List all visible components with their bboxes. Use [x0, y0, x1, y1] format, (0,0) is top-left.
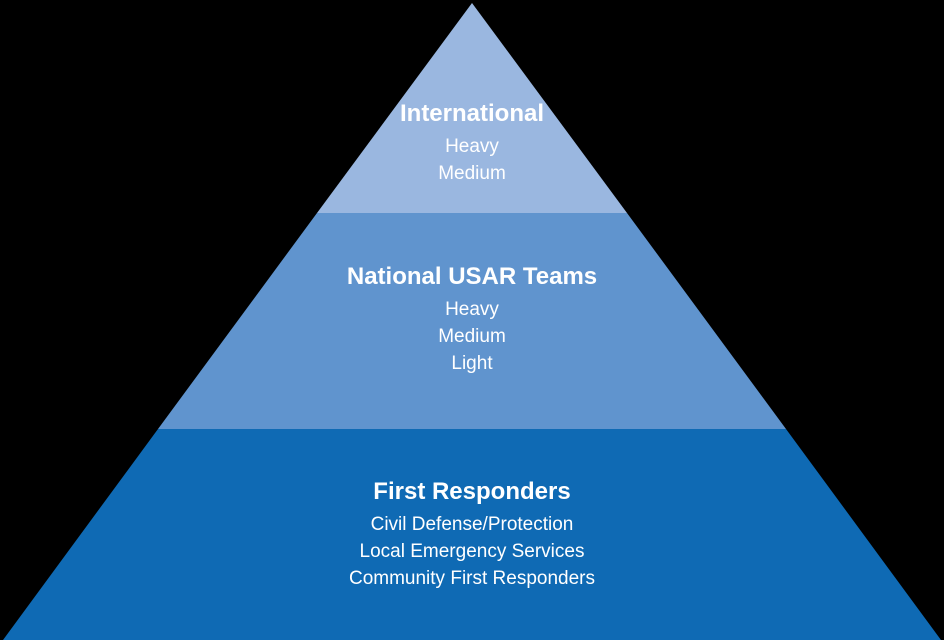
tier-international-text: International Heavy Medium: [0, 100, 944, 187]
tier-first-responders-item: Local Emergency Services: [359, 541, 585, 562]
pyramid-tier-international-shape: [317, 3, 627, 213]
tier-national-text: National USAR Teams Heavy Medium Light: [0, 263, 944, 377]
tier-international-title: International: [399, 100, 544, 127]
pyramid-tier-national-shape: [158, 213, 786, 429]
tier-international-item: Medium: [438, 163, 506, 184]
tier-national-item: Medium: [438, 326, 506, 347]
tier-national-item: Heavy: [445, 299, 499, 320]
tier-first-responders-item: Civil Defense/Protection: [370, 514, 574, 535]
tier-national-title: National USAR Teams: [346, 263, 598, 290]
tier-national-item: Light: [451, 353, 493, 374]
tier-first-responders-title: First Responders: [373, 478, 571, 505]
tier-first-responders-item: Community First Responders: [348, 568, 596, 589]
tier-international-item: Heavy: [445, 136, 499, 157]
tier-first-responders-text: First Responders Civil Defense/Protectio…: [0, 478, 944, 592]
pyramid-tier-first-responders-shape: [3, 429, 941, 640]
